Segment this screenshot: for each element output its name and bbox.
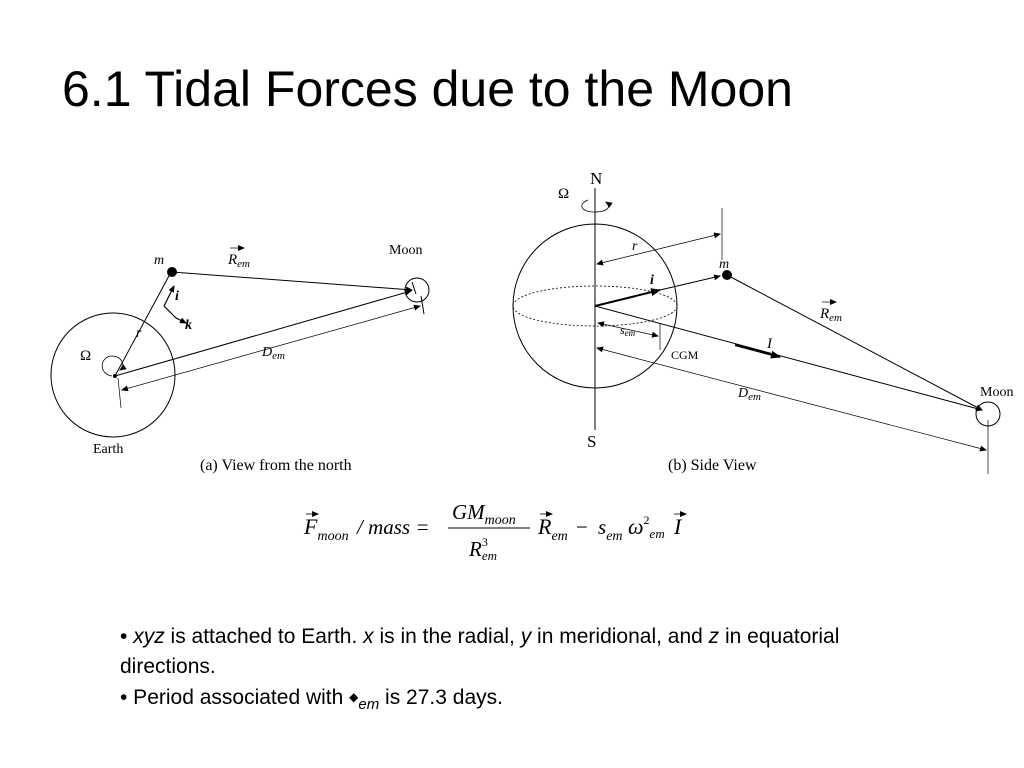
moon-label-b: Moon xyxy=(980,385,1013,400)
eq-omega: ω2em xyxy=(628,513,665,541)
R-label-a: Rem xyxy=(227,252,250,270)
eq-I: I xyxy=(673,514,683,539)
D-tick-a xyxy=(117,377,122,409)
k-vector-a xyxy=(163,305,187,324)
r-label-b: r xyxy=(632,239,638,254)
i-vector-b xyxy=(594,288,661,307)
I-label-b: I xyxy=(766,336,773,352)
page-title: 6.1 Tidal Forces due to the Moon xyxy=(62,61,793,117)
bullet-period: • Period associated with ◆em is 27.3 day… xyxy=(120,685,503,713)
D-dimension-b xyxy=(596,346,987,452)
bullet-axes: • xyz is attached to Earth. x is in the … xyxy=(120,625,840,679)
i-label-b: i xyxy=(650,273,654,288)
earth-label: Earth xyxy=(93,442,123,457)
s-dimension xyxy=(597,321,659,338)
earth-circle xyxy=(50,312,176,438)
s-label-b: sem xyxy=(620,323,636,338)
k-label-a: k xyxy=(185,318,192,333)
eq-slash-mass: / mass = xyxy=(356,515,430,539)
north-label: N xyxy=(590,169,602,188)
eq-F: Fmoon xyxy=(303,514,349,544)
I-vector-arrow xyxy=(734,344,781,359)
eq-numerator: GMmoon xyxy=(452,500,516,528)
tidal-diagram: m i k r Ω Rem Dem Moon Earth (a) View fr… xyxy=(50,169,1013,563)
moon-circle-b xyxy=(975,401,1001,427)
R-vector-b xyxy=(726,274,983,411)
i-label-a: i xyxy=(175,289,179,304)
omega-label-b: Ω xyxy=(558,186,569,202)
r-vector-a xyxy=(114,273,171,377)
eq-R: Rem xyxy=(537,514,568,544)
D-label-a: Dem xyxy=(261,345,285,362)
D-dimension-a xyxy=(121,304,421,392)
mass-label-b: m xyxy=(719,257,729,272)
eq-minus: − xyxy=(576,515,588,539)
r-dimension-b xyxy=(596,232,721,266)
r-label-a: r xyxy=(136,326,142,341)
omega-rotation-icon-b xyxy=(581,199,613,213)
omega-rotation-icon-a xyxy=(101,355,127,377)
notes: • xyz is attached to Earth. x is in the … xyxy=(120,622,920,716)
moon-tick-a2 xyxy=(420,295,425,315)
center-mass-line-b xyxy=(659,274,721,291)
equator-ellipse xyxy=(512,285,678,327)
south-label: S xyxy=(587,432,596,451)
I-line-b xyxy=(594,305,983,412)
R-label-b: Rem xyxy=(819,306,842,324)
side-view-group: N S Ω r m i sem CGM I Rem Dem Moon (b) S… xyxy=(512,169,1013,474)
mass-label-a: m xyxy=(154,253,164,268)
caption-b: (b) Side View xyxy=(668,457,757,474)
R-vector-a xyxy=(171,271,413,293)
moon-tick-a1 xyxy=(411,281,417,295)
view-north-group: m i k r Ω Rem Dem Moon Earth (a) View fr… xyxy=(50,243,430,474)
D-label-b: Dem xyxy=(737,386,761,403)
omega-symbol-icon: ◆ xyxy=(349,689,359,704)
omega-label-a: Ω xyxy=(80,348,91,364)
eq-s: sem xyxy=(598,515,623,544)
i-vector-a xyxy=(163,285,175,307)
moon-label-a: Moon xyxy=(389,243,422,258)
cgm-label: CGM xyxy=(671,348,699,362)
caption-a: (a) View from the north xyxy=(200,457,352,474)
